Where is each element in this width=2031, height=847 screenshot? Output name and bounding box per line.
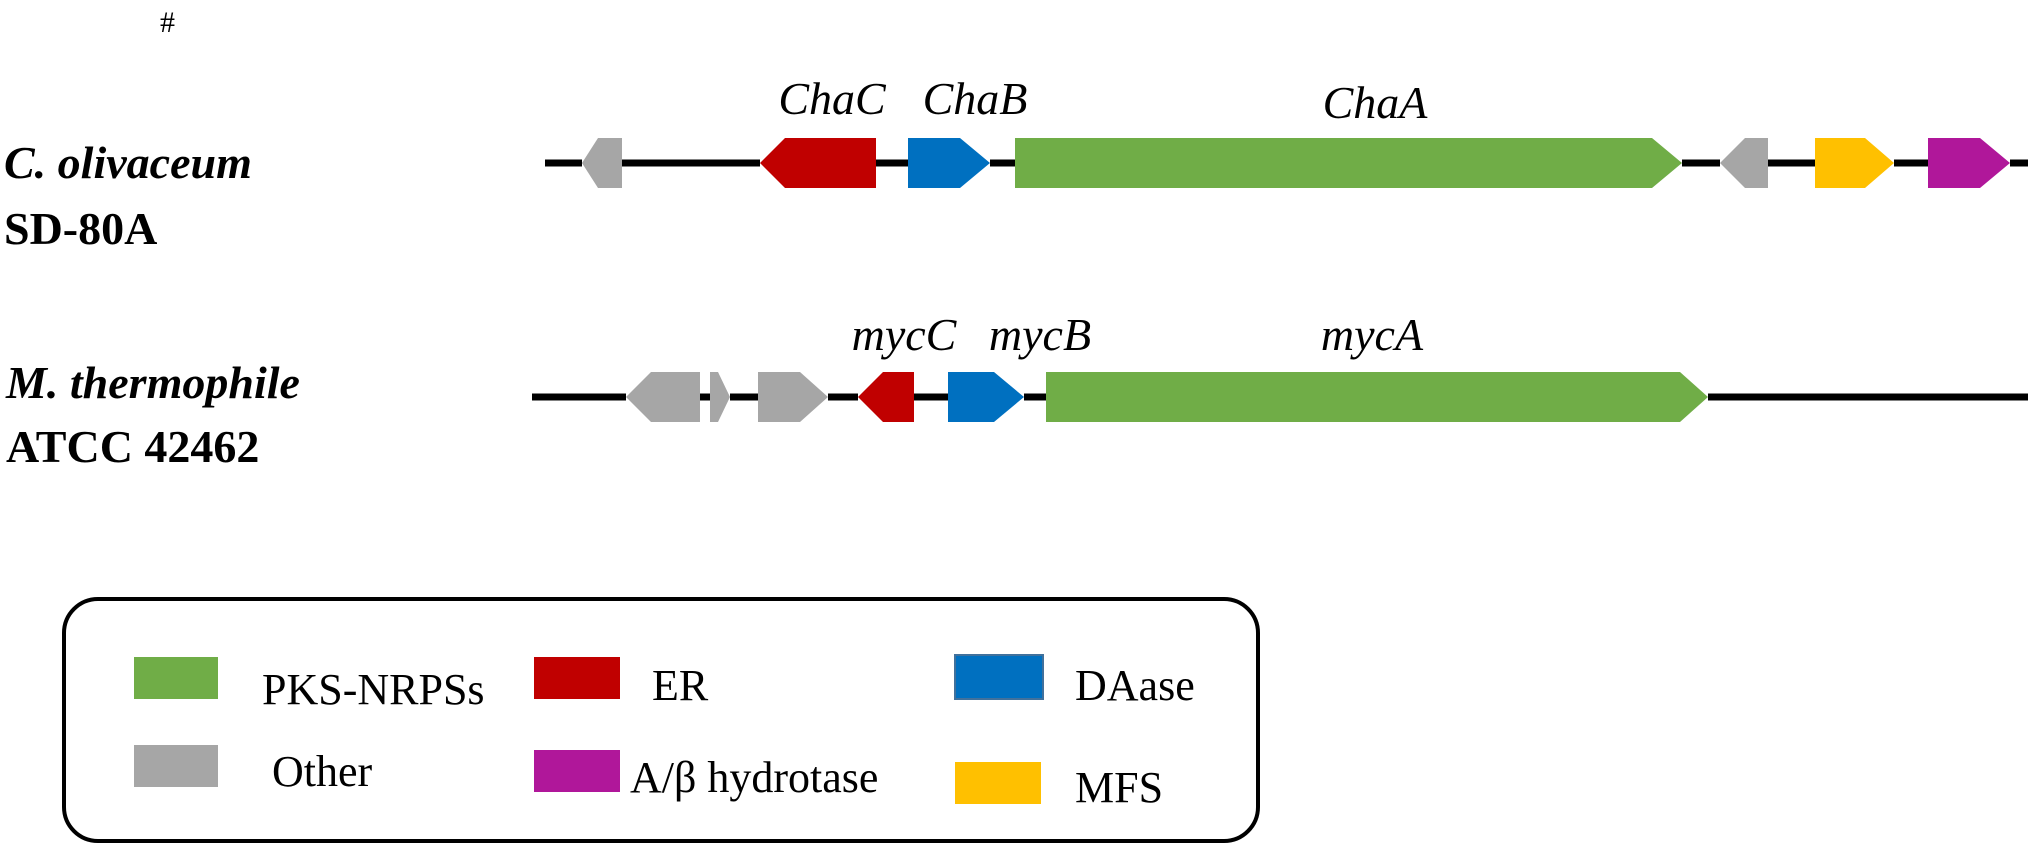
legend-label-pks-nrps: PKS-NRPSs xyxy=(262,665,485,714)
legend-swatch-hydrolase xyxy=(534,750,620,792)
cluster-c-olivaceum: C. olivaceum SD-80A ChaC ChaB ChaA xyxy=(4,73,2028,254)
gene-chab-arrow xyxy=(908,138,990,188)
organism-strain: SD-80A xyxy=(4,203,157,254)
gene-label-myca: mycA xyxy=(1321,309,1424,360)
legend-swatch-er xyxy=(534,657,620,699)
organism-name: C. olivaceum xyxy=(4,137,252,188)
organism-strain: ATCC 42462 xyxy=(6,421,259,472)
gene-other-arrow xyxy=(1720,138,1768,188)
gene-other-arrow xyxy=(626,372,700,422)
gene-chaa-arrow xyxy=(1015,138,1682,188)
gene-chac-arrow xyxy=(760,138,876,188)
legend-swatch-daase xyxy=(954,654,1044,700)
legend-label-mfs: MFS xyxy=(1075,763,1163,812)
gene-mycc-arrow xyxy=(858,372,914,422)
gene-label-chac: ChaC xyxy=(778,73,887,124)
legend-swatch-pks-nrps xyxy=(134,657,218,699)
gene-other-arrow xyxy=(758,372,828,422)
gene-myca-arrow xyxy=(1046,372,1708,422)
organism-name: M. thermophile xyxy=(5,357,300,408)
gene-mycb-arrow xyxy=(948,372,1024,422)
gene-label-chab: ChaB xyxy=(923,73,1028,124)
legend-label-er: ER xyxy=(652,661,709,710)
gene-hydrolase-arrow xyxy=(1928,138,2010,188)
gene-other-arrow xyxy=(582,138,622,188)
legend-swatch-other xyxy=(134,745,218,787)
legend-label-daase: DAase xyxy=(1075,661,1195,710)
legend-swatch-mfs xyxy=(955,762,1041,804)
gene-other-arrow xyxy=(710,372,730,422)
hash-marker: # xyxy=(160,6,175,39)
legend-label-other: Other xyxy=(272,747,373,796)
legend: PKS-NRPSs ER DAase Other A/β hydrotase M… xyxy=(62,597,1260,843)
gene-label-mycc: mycC xyxy=(852,309,958,360)
gene-label-chaa: ChaA xyxy=(1323,77,1429,128)
gene-label-mycb: mycB xyxy=(989,309,1091,360)
cluster-m-thermophile: M. thermophile ATCC 42462 mycC mycB mycA xyxy=(5,309,2028,472)
legend-label-hydrolase: A/β hydrotase xyxy=(630,753,878,802)
gene-mfs-arrow xyxy=(1815,138,1894,188)
